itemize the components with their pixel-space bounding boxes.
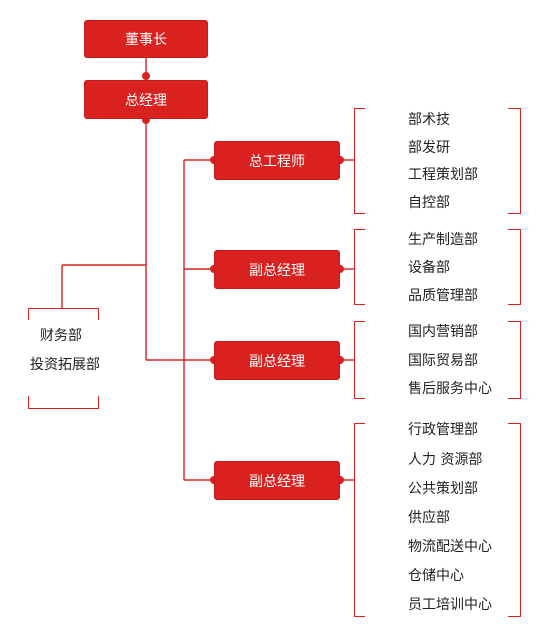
deputy-gm-box-2: 副总经理 — [214, 341, 340, 380]
group-2-bracket-left — [354, 229, 365, 305]
group-4-bracket-left — [354, 423, 365, 617]
staff-bracket-right-bottom — [98, 396, 99, 408]
department-item: 人力 资源部 — [408, 452, 483, 468]
staff-bracket-left-bottom — [28, 396, 29, 408]
group-title: 副总经理 — [249, 262, 305, 279]
department-item: 物流配送中心 — [408, 539, 492, 555]
department-item: 供应部 — [408, 510, 450, 526]
department-item: 售后服务中心 — [408, 381, 492, 397]
staff-department: 投资拓展部 — [30, 357, 100, 373]
deputy-gm-box-1: 副总经理 — [214, 250, 340, 289]
department-item: 仓储中心 — [408, 568, 464, 584]
group-title: 总工程师 — [249, 153, 305, 170]
group-2-bracket-right — [508, 229, 521, 305]
group-1-bracket-right — [508, 108, 521, 214]
staff-bracket-right-top — [98, 308, 99, 320]
department-item: 国际贸易部 — [408, 353, 478, 369]
general-manager-box: 总经理 — [84, 80, 208, 119]
department-item: 部术技 — [408, 112, 450, 128]
group-3-bracket-right — [508, 321, 521, 399]
group-title: 副总经理 — [249, 473, 305, 490]
department-item: 生产制造部 — [408, 232, 478, 248]
department-item: 工程策划部 — [408, 167, 478, 183]
department-item: 自控部 — [408, 195, 450, 211]
staff-bracket-left-top — [28, 308, 29, 320]
group-title: 副总经理 — [249, 353, 305, 370]
department-item: 品质管理部 — [408, 288, 478, 304]
group-3-bracket-left — [354, 321, 365, 399]
department-item: 公共策划部 — [408, 481, 478, 497]
group-1-bracket-left — [354, 108, 365, 214]
staff-department: 财务部 — [40, 328, 82, 344]
department-item: 国内营销部 — [408, 324, 478, 340]
chairman-box: 董事长 — [84, 20, 208, 58]
department-item: 员工培训中心 — [408, 597, 492, 613]
department-item: 设备部 — [408, 260, 450, 276]
group-4-bracket-right — [508, 423, 521, 617]
general-manager-label: 总经理 — [125, 92, 167, 109]
deputy-gm-box-3: 副总经理 — [214, 461, 340, 500]
department-item: 行政管理部 — [408, 422, 478, 438]
chairman-label: 董事长 — [125, 32, 167, 48]
staff-bracket-bottom — [28, 408, 99, 409]
department-item: 部发研 — [408, 140, 450, 156]
chief-engineer-box: 总工程师 — [214, 141, 340, 180]
staff-bracket-top — [28, 308, 99, 309]
